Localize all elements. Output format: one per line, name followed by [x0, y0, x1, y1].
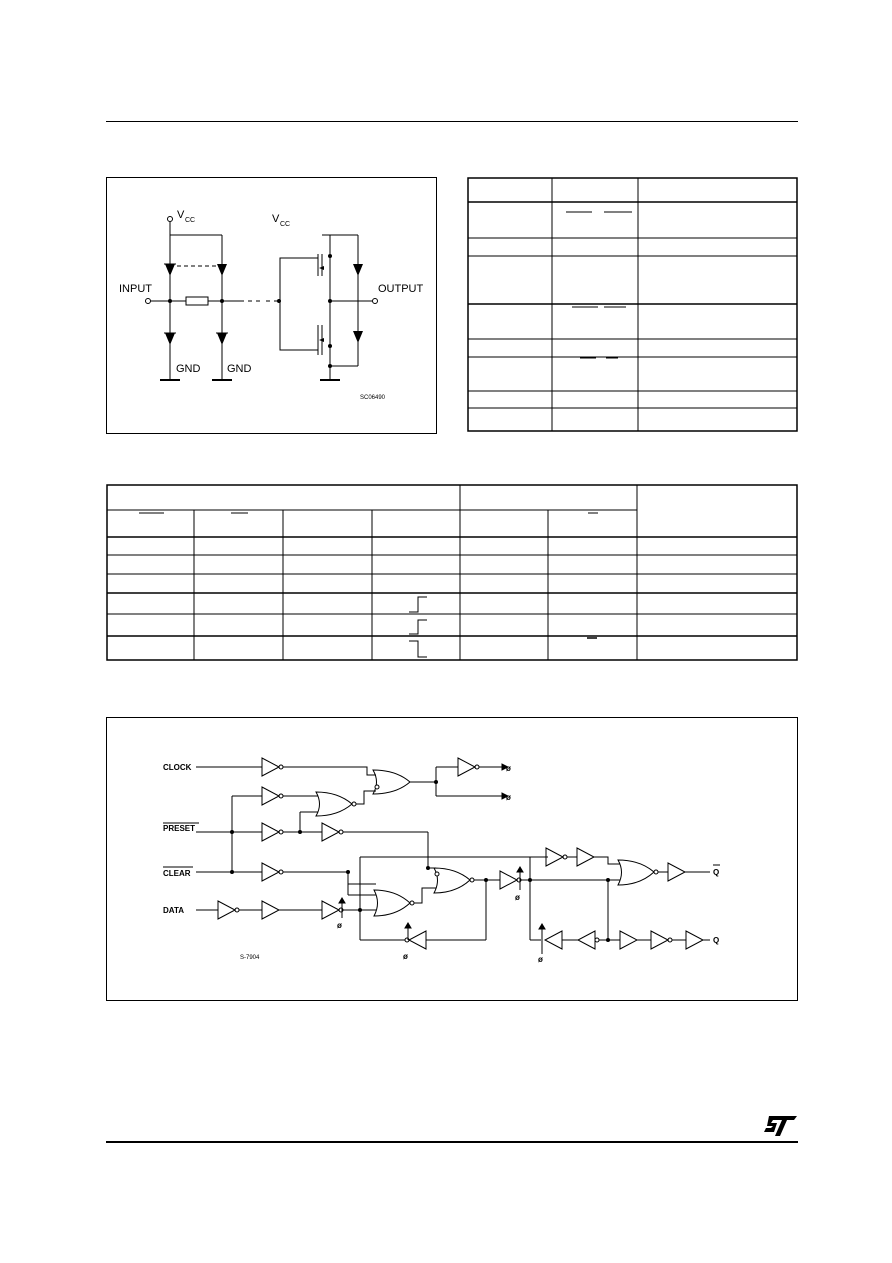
q-label: Q [713, 936, 719, 945]
diagram-code: S-7904 [240, 955, 260, 961]
pin-table-grid [467, 177, 798, 432]
st-logo-icon [764, 1116, 797, 1136]
logic-diagram-box: CLOCK PRESET CLEAR DATA S-7904 ø ø ø ø ø… [106, 717, 798, 1001]
vcc-right-label: V [272, 213, 280, 225]
phi-in-4: ø [538, 955, 543, 964]
io-equivalent-circuit-box: V CC V CC INPUT OUTPUT GND GND SC06490 [106, 177, 437, 434]
data-label: DATA [163, 906, 184, 915]
clear-label: CLEAR [163, 869, 191, 878]
schematic-code: SC06490 [360, 395, 386, 401]
phi-in-2: ø [403, 952, 408, 961]
phi-out-2: ø [506, 793, 511, 802]
gnd-label-2: GND [227, 363, 252, 375]
vcc-left-sub: CC [185, 217, 195, 224]
phi-in-1: ø [337, 921, 342, 930]
vcc-right-sub: CC [280, 221, 290, 228]
io-equivalent-circuit: V CC V CC INPUT OUTPUT GND GND SC06490 [119, 209, 424, 401]
vcc-left-label: V [177, 209, 185, 221]
clock-label: CLOCK [163, 763, 192, 772]
footer-rule [106, 1141, 798, 1143]
preset-label: PRESET [163, 824, 195, 833]
gnd-label-1: GND [176, 363, 201, 375]
truth-table-grid [106, 484, 798, 661]
st-logo [763, 1115, 797, 1137]
output-label: OUTPUT [378, 283, 424, 295]
truth-table [106, 484, 798, 662]
pin-table [467, 177, 798, 432]
phi-out-1: ø [506, 764, 511, 773]
phi-in-3: ø [515, 893, 520, 902]
input-label: INPUT [119, 283, 152, 295]
header-rule [106, 121, 798, 122]
qbar-label: Q [713, 868, 719, 877]
logic-diagram: CLOCK PRESET CLEAR DATA S-7904 ø ø ø ø ø… [162, 756, 720, 964]
